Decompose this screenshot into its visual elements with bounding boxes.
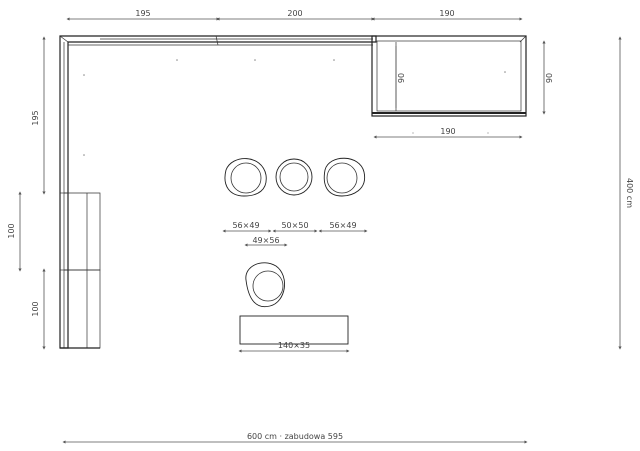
dim-label-box-width: 190 [440, 127, 455, 136]
chair-group-dimension: 49×56 [244, 236, 288, 247]
right-box-depth-outer: 90 [542, 40, 554, 115]
chair-middle-dimension: 50×50 [272, 221, 318, 233]
top-dimension-190: 190 [371, 9, 523, 21]
right-cabinet: 90 [371, 35, 527, 117]
dim-label-top-right: 190 [439, 9, 454, 18]
label-chair-left: 56×49 [232, 221, 259, 230]
dim-label-left-middle: 100 [7, 223, 16, 238]
left-dimension-100-a: 100 [7, 191, 22, 272]
chair-right-dimension: 56×49 [318, 221, 368, 233]
dim-label-left-lower: 100 [31, 301, 40, 316]
chair-middle [275, 158, 313, 196]
bottom-dimension-overall: 600 cm · zabudowa 595 [62, 432, 528, 444]
top-dimension-200: 200 [216, 9, 375, 21]
dim-label-box-depth-outer: 90 [545, 73, 554, 83]
label-chair-right: 56×49 [329, 221, 356, 230]
chair-left [224, 158, 267, 197]
dim-label-top-left: 195 [135, 9, 150, 18]
label-table: 140×35 [278, 341, 310, 350]
chair-right [323, 157, 366, 197]
dim-label-overall-width: 600 cm · zabudowa 595 [247, 432, 343, 441]
top-dimension-195: 195 [66, 9, 220, 21]
chair-lower [245, 262, 285, 308]
label-chair-group: 49×56 [252, 236, 279, 245]
label-chair-middle: 50×50 [281, 221, 308, 230]
right-cabinet-width-dimension: 190 [373, 127, 523, 139]
l-shaped-wall-unit [59, 35, 377, 349]
dim-label-overall-height: 400 cm [625, 178, 634, 208]
table-dimension: 140×35 [238, 341, 350, 353]
dim-label-left-upper: 195 [31, 110, 40, 125]
dim-label-box-depth-inner: 90 [397, 73, 406, 83]
right-dimension-400: 400 cm [618, 36, 634, 350]
left-dimension-195: 195 [31, 36, 46, 195]
dim-label-top-middle: 200 [287, 9, 302, 18]
cabinet-inner-depth: 90 [395, 46, 406, 108]
chair-left-dimension: 56×49 [222, 221, 272, 233]
coffee-table [239, 315, 349, 345]
left-dimension-100-b: 100 [31, 268, 46, 350]
